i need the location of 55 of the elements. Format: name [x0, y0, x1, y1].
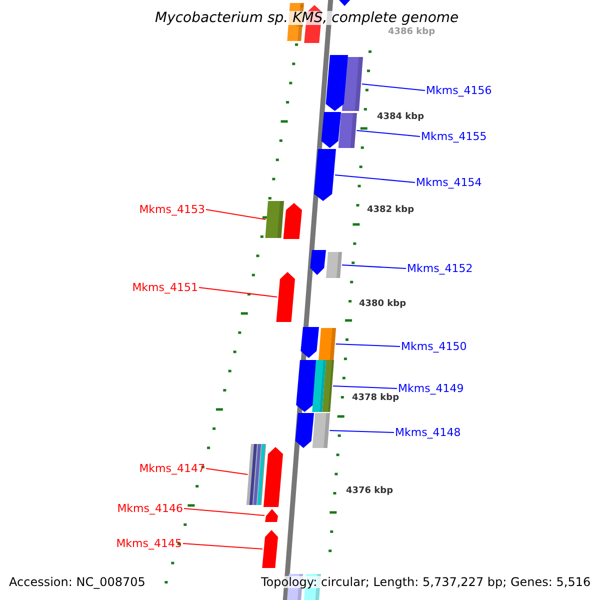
- gene-label: Mkms_4148: [395, 427, 461, 438]
- gene-block: [276, 272, 295, 322]
- gene-label: Mkms_4151: [132, 282, 198, 293]
- gene-label: Mkms_4150: [401, 341, 467, 352]
- gene-block: [314, 149, 336, 201]
- gene-block: [262, 530, 278, 568]
- gene-block: [283, 203, 302, 239]
- gene-block: [338, 113, 357, 148]
- scale-label: 4376 kbp: [346, 487, 394, 496]
- gene-label: Mkms_4152: [407, 263, 473, 274]
- gene-block: [246, 444, 266, 505]
- leader-line: [356, 130, 420, 137]
- scale-label: 4384 kbp: [377, 113, 424, 122]
- leader-line: [361, 84, 426, 91]
- gene-block: [300, 327, 319, 358]
- scale-label: 4378 kbp: [352, 394, 400, 403]
- gene-label: Mkms_4156: [426, 85, 492, 96]
- scale-label: 4386 kbp: [388, 28, 436, 37]
- title: Mycobacterium sp. KMS, complete genome: [155, 11, 459, 25]
- gene-block: [265, 201, 284, 238]
- gene-block: [322, 360, 334, 412]
- gene-block: [312, 413, 330, 448]
- gene-block: [326, 55, 348, 111]
- gene-block: [296, 360, 317, 412]
- gene-label: Mkms_4154: [416, 177, 482, 188]
- gene-block: [295, 413, 314, 448]
- gene-block: [342, 57, 363, 111]
- gene-label: Mkms_4153: [139, 204, 205, 215]
- leader-line: [182, 543, 264, 550]
- leader-line: [329, 430, 394, 433]
- accession-text: Accession: NC_008705: [9, 576, 146, 588]
- gene-block: [265, 509, 278, 522]
- leader-line: [184, 508, 266, 516]
- gene-block: [318, 328, 336, 360]
- genome-info-text: Topology: circular; Length: 5,737,227 bp; Genes: 5,516: [261, 576, 591, 588]
- gene-label: Mkms_4147: [139, 463, 205, 474]
- leader-line: [206, 468, 248, 475]
- gene-label: Mkms_4145: [116, 538, 182, 549]
- leader-line: [335, 344, 400, 347]
- gene-block: [264, 447, 283, 507]
- gene-block: [310, 250, 326, 275]
- gene-block: [326, 252, 342, 278]
- scale-label: 4380 kbp: [359, 300, 406, 309]
- scale-label: 4382 kbp: [367, 206, 414, 215]
- leader-line: [206, 209, 266, 220]
- gene-label: Mkms_4155: [421, 131, 487, 142]
- leader-line: [332, 386, 398, 389]
- gene-label: Mkms_4149: [398, 383, 464, 394]
- gene-block: [312, 360, 326, 412]
- leader-line: [198, 287, 278, 298]
- gene-block: [338, 0, 352, 6]
- gene-block: [321, 112, 341, 148]
- leader-line: [334, 174, 416, 183]
- gene-label: Mkms_4146: [117, 503, 183, 514]
- leader-line: [342, 264, 406, 269]
